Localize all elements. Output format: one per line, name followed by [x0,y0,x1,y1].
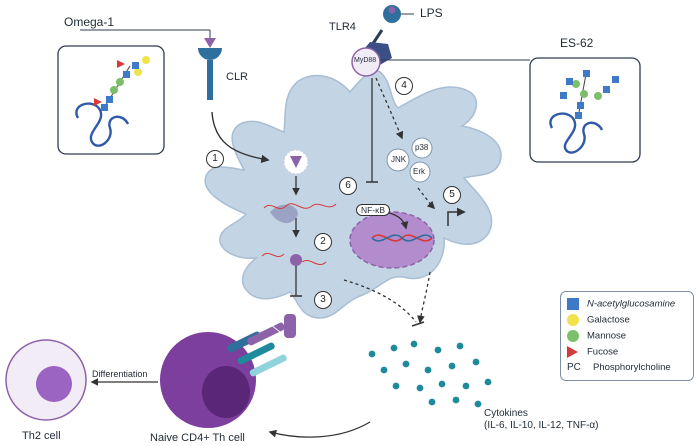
legend-glcnac: N-acetylglucosamine [567,298,675,312]
th2-label: Th2 cell [22,430,61,442]
cytokines-list: (IL-6, IL-10, IL-12, TNF-α) [484,420,599,431]
erk-label: Erk [413,167,425,176]
jnk-label: JNK [391,155,407,164]
cytokine-block-bar [411,321,425,327]
degraded-fragments [261,252,327,266]
differentiation-label: Differentiation [92,369,148,379]
arrow-cytokine-release [417,271,431,324]
dna-helix [371,234,433,242]
myd88-label: MyD88 [354,57,377,64]
legend-fucose-label: Fucose [587,346,619,358]
inhibition-bar-6 [366,78,378,183]
internalized-vesicle [283,149,309,175]
legend-pc: PC Phosphorylcholine [567,362,671,376]
arrow-step1 [211,111,270,164]
omega1-glycoprotein [75,56,150,147]
pc-symbol: PC [567,362,581,374]
green-circle-icon [567,330,579,342]
es62-glycoprotein [549,70,619,154]
blue-square-icon [567,298,579,310]
step-4: 4 [395,77,413,95]
legend: N-acetylglucosamine Galactose Mannose Fu… [560,291,694,381]
lps-label: LPS [420,6,443,20]
nfkb-label: NF-κB [356,204,391,216]
arrow-step4 [375,77,404,140]
arrow-to-dna [417,187,436,210]
omega1-label: Omega-1 [64,15,115,29]
inhibition-bar-3 [290,264,302,297]
step-2: 2 [314,233,332,251]
cytokine-dots [368,340,492,408]
legend-mannose-label: Mannose [587,330,627,342]
arrow-cytokine-to-tcell [268,421,371,438]
cytokines-label: Cytokines [484,408,528,419]
kinase-cluster [386,137,433,183]
th2-cell [5,339,87,421]
p38-label: p38 [415,143,429,152]
transcription-arrow [447,207,466,226]
step-3: 3 [314,291,332,309]
degraded-glycoprotein [263,203,337,224]
red-triangle-icon [567,346,578,358]
step-6: 6 [339,177,357,195]
es62-panel [529,57,641,163]
legend-mannose: Mannose [567,330,626,344]
tlr4-label: TLR4 [329,21,356,33]
legend-glcnac-label: N-acetylglucosamine [587,298,676,310]
tlr4-receptor [351,5,530,77]
legend-galactose-label: Galactose [587,314,630,326]
legend-galactose: Galactose [567,314,630,328]
legend-fucose: Fucose [567,346,618,360]
clr-receptor [80,29,222,100]
legend-pc-label: Phosphorylcholine [593,362,671,373]
clr-label: CLR [226,71,249,83]
yellow-circle-icon [567,314,579,326]
tcr-mhc-complex [227,313,317,377]
step-5: 5 [443,186,461,204]
naive-t-label: Naive CD4+ Th cell [150,432,245,444]
step-1: 1 [206,150,224,168]
naive-t-cell [160,332,256,428]
es62-label: ES-62 [560,36,594,50]
